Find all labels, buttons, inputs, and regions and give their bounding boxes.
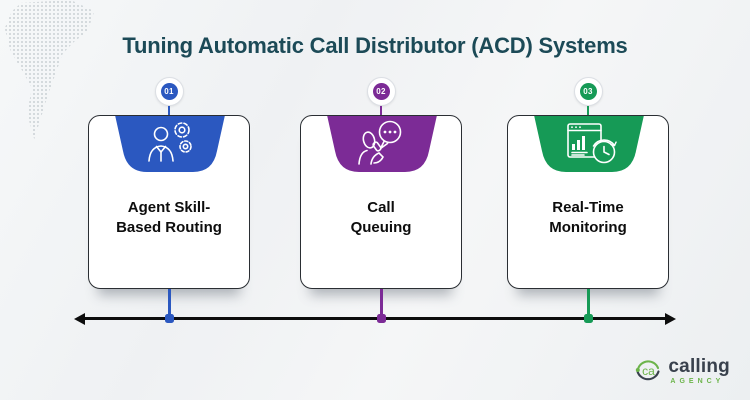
card-header (301, 116, 461, 173)
timeline-stem-2 (380, 289, 383, 317)
step-number: 01 (160, 83, 178, 100)
timeline-dot-3 (584, 314, 593, 323)
header-bucket-shape (115, 116, 225, 172)
timeline-arrow-left-icon (74, 312, 85, 325)
logo-subtitle: AGENCY (670, 378, 725, 385)
headset-smile-icon: ca (636, 360, 660, 381)
badge-connector-line (587, 106, 589, 115)
step-agent-skill-routing: 01 Agent Skill- Based Routing (88, 77, 250, 289)
calling-agency-logo: ca calling AGENCY (633, 356, 730, 386)
header-bucket-shape (534, 116, 644, 172)
timeline-line (84, 317, 666, 320)
step-card: Agent Skill- Based Routing (88, 115, 250, 289)
badge-connector-line (168, 106, 170, 115)
call-queue-chat-icon (358, 120, 402, 165)
step-number-badge: 03 (573, 77, 603, 106)
step-number: 02 (372, 83, 390, 100)
timeline-stem-3 (587, 289, 590, 317)
logo-name: calling (668, 356, 730, 377)
timeline-arrow-right-icon (665, 312, 676, 325)
agent-skill-gears-icon (148, 122, 192, 162)
step-number-badge: 01 (154, 77, 184, 106)
step-realtime-monitoring: 03 Real (507, 77, 669, 289)
logo-monogram: ca (643, 364, 656, 378)
badge-connector-line (380, 106, 382, 115)
step-number-badge: 02 (366, 77, 396, 106)
step-number: 03 (579, 83, 597, 100)
step-call-queuing: 02 Call Queuing (300, 77, 462, 289)
timeline-stem-1 (168, 289, 171, 317)
step-label: Real-Time Monitoring (549, 199, 627, 236)
step-label: Call Queuing (350, 199, 412, 236)
card-header (508, 116, 668, 173)
step-card: Real-Time Monitoring (507, 115, 669, 289)
card-header (89, 116, 249, 173)
timeline-dot-1 (165, 314, 174, 323)
step-label: Agent Skill- Based Routing (116, 199, 222, 236)
page-title: Tuning Automatic Call Distributor (ACD) … (122, 33, 628, 58)
timeline-dot-2 (377, 314, 386, 323)
realtime-dashboard-clock-icon (567, 123, 617, 164)
step-card: Call Queuing (300, 115, 462, 289)
